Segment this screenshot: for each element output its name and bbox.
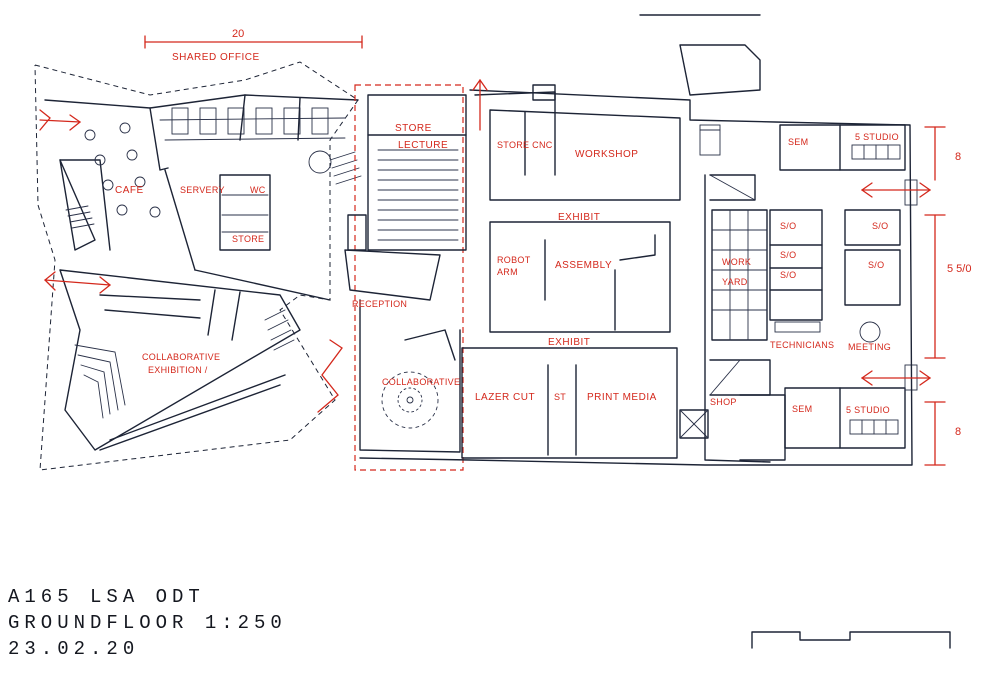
scale-bar — [751, 631, 951, 649]
circulation-spine — [354, 84, 464, 471]
dim-label-top: 20 — [232, 28, 244, 40]
label-studio-bottom: 5 STUDIO — [846, 405, 890, 415]
label-work-yard-2: YARD — [722, 277, 748, 287]
label-store-top: STORE — [395, 123, 432, 134]
label-meeting: MEETING — [848, 342, 891, 352]
collaborative-zone — [359, 299, 461, 453]
label-robot-arm-1: ROBOT — [497, 255, 531, 265]
label-sem-top: SEM — [788, 137, 808, 147]
work-yard-block — [704, 174, 771, 463]
title-date: 23.02.20 — [8, 638, 140, 660]
lecture-block — [344, 94, 467, 301]
label-assembly: ASSEMBLY — [555, 260, 612, 271]
label-so-4: S/O — [868, 260, 884, 270]
label-st: ST — [554, 392, 566, 402]
label-exhibit-bottom: EXHIBIT — [548, 337, 590, 348]
site-boundary — [34, 61, 359, 471]
label-shared-office: SHARED OFFICE — [172, 52, 260, 63]
label-reception: RECEPTION — [352, 299, 407, 309]
label-shop: SHOP — [710, 397, 737, 407]
label-so-2: S/O — [872, 221, 888, 231]
room-labels: 20 SHARED OFFICE STORE LECTURE STORE CNC… — [115, 28, 971, 438]
label-lecture: LECTURE — [398, 140, 448, 151]
label-exhibit-top: EXHIBIT — [558, 212, 600, 223]
building-envelope — [359, 89, 913, 466]
label-collaborative-exhibition-2: EXHIBITION / — [148, 365, 208, 375]
label-robot-arm-2: ARM — [497, 267, 518, 277]
collaborative-exhibition-zone — [59, 269, 301, 451]
title-block: A165 LSA ODT GROUNDFLOOR 1:250 23.02.20 — [8, 584, 287, 662]
east-block — [639, 14, 918, 461]
assembly-block — [489, 221, 671, 333]
label-work-yard-1: WORK — [722, 257, 751, 267]
label-cafe: CAFE — [115, 185, 144, 196]
title-drawing: GROUNDFLOOR 1:250 — [8, 612, 287, 634]
dim-label-right-mid: 5 5/0 — [947, 263, 971, 275]
shared-office-zone — [44, 94, 359, 171]
title-project: A165 LSA ODT — [8, 586, 205, 608]
label-lazer-cut: LAZER CUT — [475, 392, 535, 403]
workshop-block — [474, 84, 721, 201]
label-store-left: STORE — [232, 234, 264, 244]
label-wc: WC — [250, 185, 266, 195]
label-so-3: S/O — [780, 250, 796, 260]
label-collaborative: COLLABORATIVE — [382, 377, 460, 387]
label-store-cnc: STORE CNC — [497, 140, 553, 150]
label-workshop: WORKSHOP — [575, 149, 638, 160]
label-print-media: PRINT MEDIA — [587, 392, 657, 403]
label-servery: SERVERY — [180, 185, 225, 195]
lazer-print-block — [461, 347, 709, 459]
label-so-5: S/O — [780, 270, 796, 280]
label-so-1: S/O — [780, 221, 796, 231]
label-collaborative-exhibition-1: COLLABORATIVE — [142, 352, 220, 362]
dimension-annotations — [39, 35, 946, 466]
cafe-zone — [59, 122, 362, 301]
label-technicians: TECHNICIANS — [770, 340, 834, 350]
label-studio-top: 5 STUDIO — [855, 132, 899, 142]
dim-label-right-top: 8 — [955, 151, 961, 163]
dim-label-right-bottom: 8 — [955, 426, 961, 438]
label-sem-bottom: SEM — [792, 404, 812, 414]
